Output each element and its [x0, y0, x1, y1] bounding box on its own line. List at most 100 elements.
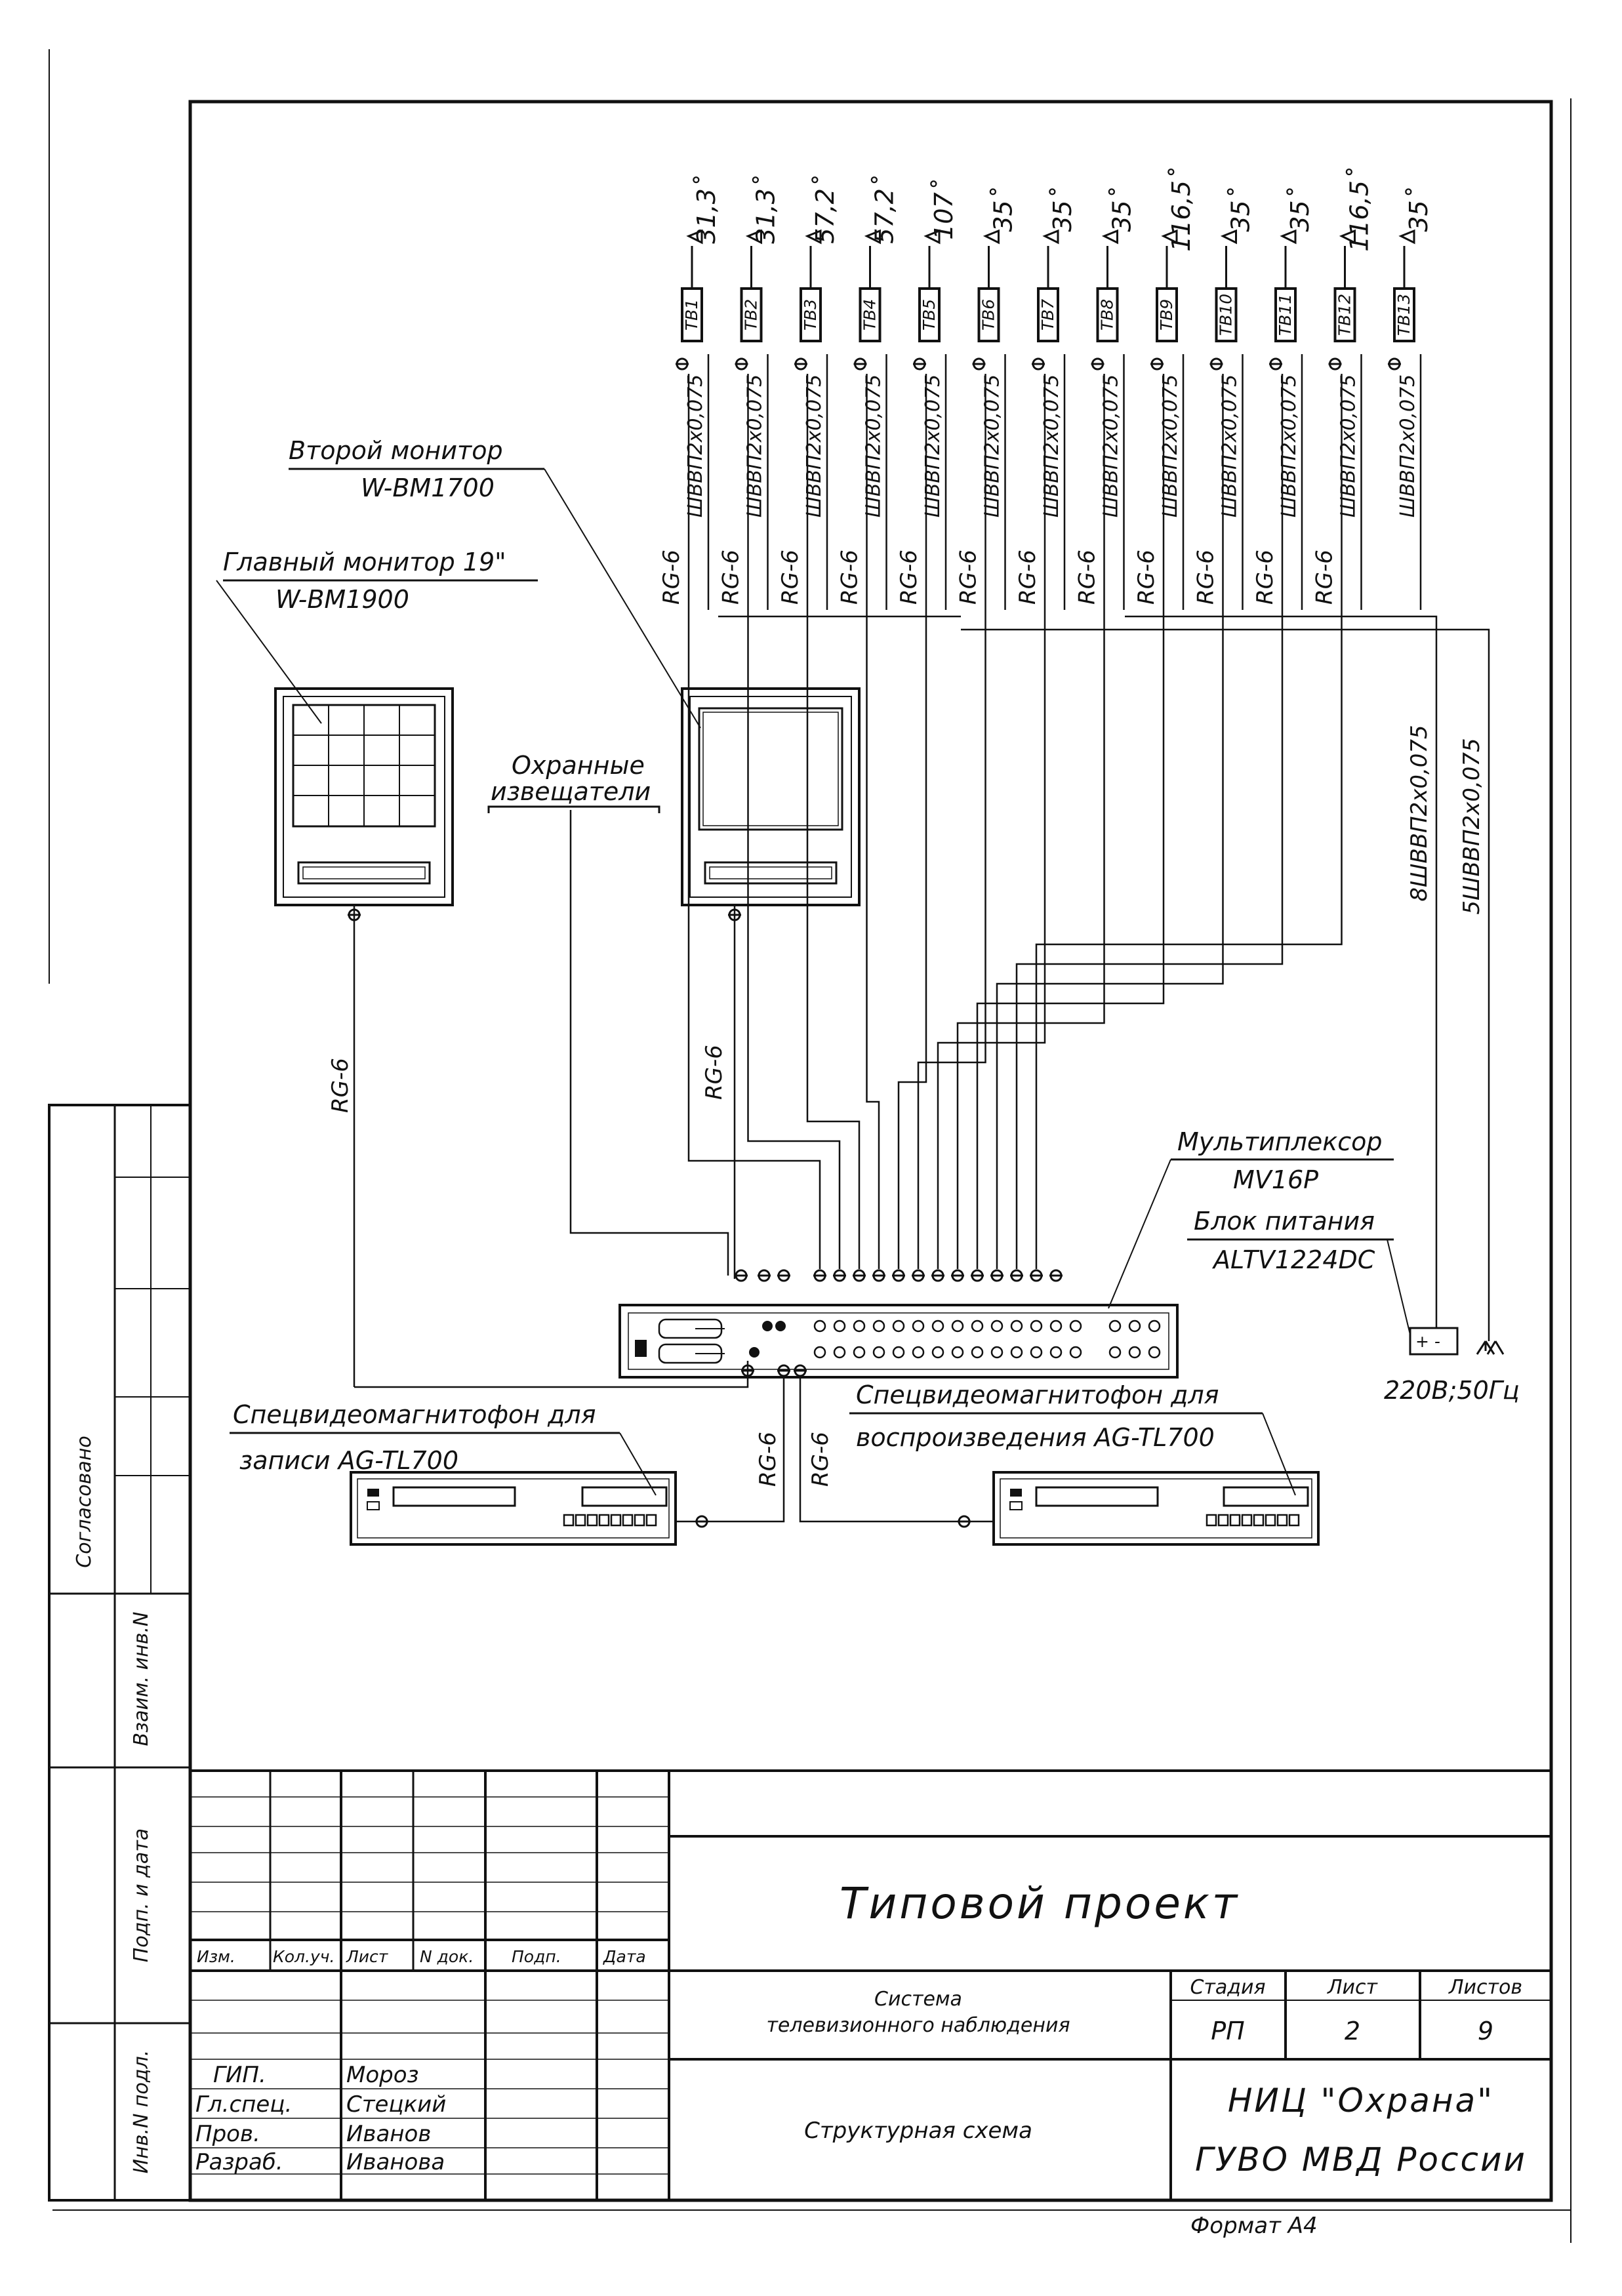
control-cable-label: ШВВП2х0,075: [1159, 374, 1182, 518]
role-razrab: Разраб.: [195, 2149, 283, 2175]
name-glspec: Стецкий: [346, 2091, 446, 2118]
camera-id: ТВ3: [801, 299, 820, 331]
sheets-label: Листов: [1448, 1976, 1522, 1999]
connector-icon: [348, 908, 361, 921]
main-monitor-label: Главный монитор 19": [223, 548, 506, 576]
col-kolich: Кол.уч.: [273, 1947, 335, 1966]
control-cable-label: ШВВП2х0,075: [1278, 374, 1301, 518]
connector-icon: [728, 908, 741, 921]
vcr-play-label-2: воспроизведения AG-TL700: [856, 1423, 1215, 1452]
camera-id: ТВ2: [742, 299, 761, 331]
sensors-label-1: Охранные: [512, 751, 645, 780]
coax-line: [687, 374, 821, 1269]
connector-icon: [777, 1269, 790, 1282]
coax-label: RG-6: [777, 550, 803, 605]
coax-main-label: RG-6: [327, 1058, 354, 1113]
col-data: Дата: [603, 1947, 646, 1966]
name-razrab: Иванова: [346, 2149, 445, 2175]
second-monitor-label: Второй монитор: [289, 436, 503, 465]
coax-label: RG-6: [1015, 550, 1041, 605]
connector-icon: [1150, 357, 1164, 371]
svg-text:+ -: + -: [1415, 1332, 1440, 1351]
connector-icon: [1328, 357, 1342, 371]
connector-icon: [913, 357, 926, 371]
coax-line: [747, 374, 841, 1269]
vcr-record-label-2: записи AG-TL700: [239, 1446, 458, 1475]
bundle-8-label: 8ШВВП2х0,075: [1406, 725, 1432, 901]
control-cable-label: ШВВП2х0,075: [1040, 374, 1063, 518]
coax-label: RG-6: [1252, 550, 1278, 605]
camera-angle: 116,5˚: [1345, 168, 1374, 252]
camera-id: ТВ5: [920, 299, 939, 331]
coax-line: [996, 374, 1224, 1269]
connector-icon: [676, 357, 689, 371]
connector-icon: [872, 1269, 885, 1282]
sheet-value: 2: [1345, 2017, 1360, 2045]
sheets-value: 9: [1478, 2017, 1493, 2045]
camera-angle: 107˚: [929, 180, 958, 240]
org-line-1: НИЦ "Охрана": [1228, 2082, 1494, 2120]
control-cable-label: ШВВП2х0,075: [684, 374, 707, 518]
camera-id: ТВ8: [1098, 299, 1117, 331]
second-monitor-model: W-BM1700: [361, 473, 495, 502]
psu-unit: + -: [1409, 1327, 1459, 1356]
coax-label: RG-6: [1193, 550, 1219, 605]
control-cable-label: ШВВП2х0,075: [981, 374, 1004, 518]
connector-icon: [853, 357, 867, 371]
connector-icon: [971, 1269, 984, 1282]
mains-plug-icon: [1476, 1340, 1505, 1355]
coax-line: [937, 374, 1046, 1269]
multiplexer-model: MV16P: [1233, 1165, 1318, 1194]
col-ndok: N док.: [420, 1947, 474, 1966]
connector-icon: [931, 1269, 944, 1282]
vcr-record: [350, 1471, 677, 1546]
org-line-2: ГУВО МВД России: [1195, 2141, 1527, 2179]
multiplexer-label: Мультиплексор: [1177, 1127, 1383, 1156]
connector-icon: [777, 1364, 790, 1377]
coax-play-label: RG-6: [807, 1432, 834, 1487]
col-izm: Изм.: [197, 1947, 235, 1966]
camera-id: ТВ7: [1038, 299, 1057, 331]
connector-icon: [1388, 357, 1401, 371]
connector-icon: [972, 357, 986, 371]
coax-line: [1035, 374, 1343, 1269]
scheme-name: Структурная схема: [804, 2118, 1032, 2144]
camera-angle: 35˚: [1404, 188, 1433, 232]
coax-line: [1015, 374, 1284, 1269]
camera-id: ТВ11: [1276, 294, 1295, 336]
system-line-2: телевизионного наблюдения: [766, 2014, 1070, 2037]
title-block: [190, 1769, 1551, 2200]
camera-angle: 35˚: [1286, 188, 1314, 232]
coax-label: RG-6: [1074, 550, 1101, 605]
coax-label: RG-6: [718, 550, 744, 605]
control-cable-label: ШВВП2х0,075: [1396, 374, 1419, 518]
coax-line: [917, 374, 986, 1269]
coax-line: [956, 374, 1105, 1269]
role-gip: ГИП.: [213, 2062, 266, 2088]
name-gip: Мороз: [346, 2062, 419, 2088]
camera-angle: 35˚: [1048, 188, 1077, 232]
system-line-1: Система: [874, 1988, 962, 2011]
bundle-5-label: 5ШВВП2х0,075: [1459, 738, 1485, 914]
inv-replace-label: Взаим. инв.N: [130, 1612, 153, 1746]
connector-icon: [1032, 357, 1045, 371]
vcr-playback: [992, 1471, 1320, 1546]
camera-id: ТВ9: [1157, 299, 1176, 331]
coax-label: RG-6: [1312, 550, 1338, 605]
control-cable-label: ШВВП2х0,075: [1219, 374, 1242, 518]
camera-id: ТВ13: [1394, 294, 1413, 336]
connector-icon: [813, 1269, 826, 1282]
connector-icon: [1209, 357, 1223, 371]
connector-icon: [735, 1269, 748, 1282]
role-prov: Пров.: [195, 2121, 260, 2147]
